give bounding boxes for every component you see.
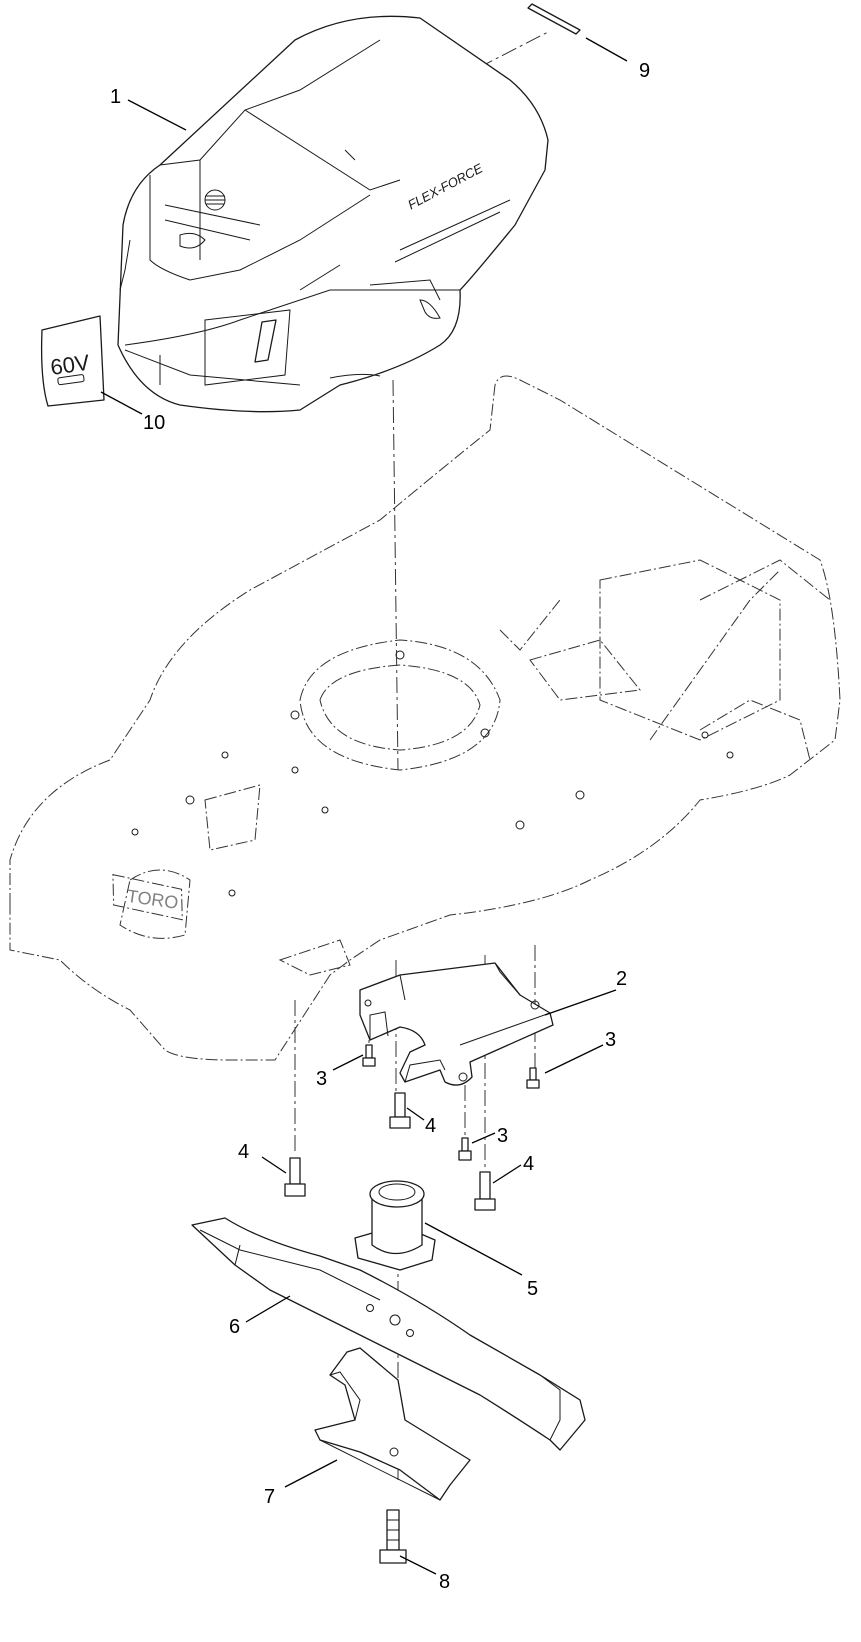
hood-cover: FLEX-FORCE: [117, 15, 549, 413]
mower-blade: [191, 1217, 586, 1451]
callout-8: 8: [439, 1571, 450, 1593]
screw-3b: [526, 1067, 540, 1089]
callout-4a: 4: [238, 1141, 249, 1163]
callout-9: 9: [639, 60, 650, 82]
callout-3a: 3: [316, 1068, 327, 1090]
callout-4c: 4: [523, 1153, 534, 1175]
blade-adapter: [354, 1180, 436, 1271]
callout-3c: 3: [497, 1125, 508, 1147]
small-decal: [527, 3, 581, 35]
mower-deck-outline: [9, 375, 841, 1061]
bolt-4c: [474, 1171, 496, 1211]
screw-3a: [362, 1044, 376, 1067]
blade-bolt: [379, 1509, 407, 1564]
callout-4b: 4: [425, 1115, 436, 1137]
motor-bracket: [359, 962, 554, 1086]
screw-3c: [458, 1137, 472, 1161]
callout-10: 10: [143, 412, 165, 434]
blade-plate: [314, 1347, 471, 1501]
callout-6: 6: [229, 1316, 240, 1338]
battery-decal: 60V: [40, 315, 105, 407]
battery-decal-text: 60V: [49, 350, 92, 380]
callout-numbers: 1 2 3 3 3 4 4 4 5 6 7 8 9 10: [110, 60, 650, 1593]
callout-2: 2: [616, 968, 627, 990]
callout-3b: 3: [605, 1029, 616, 1051]
callout-1: 1: [110, 86, 121, 108]
callout-5: 5: [527, 1278, 538, 1300]
bolt-4a: [284, 1157, 306, 1197]
deck-holes: [131, 650, 734, 897]
bolt-4b: [389, 1092, 411, 1129]
deck-logo-decal: TORO: [112, 873, 183, 921]
leader-lines: [100, 37, 628, 1575]
callout-7: 7: [264, 1486, 275, 1508]
